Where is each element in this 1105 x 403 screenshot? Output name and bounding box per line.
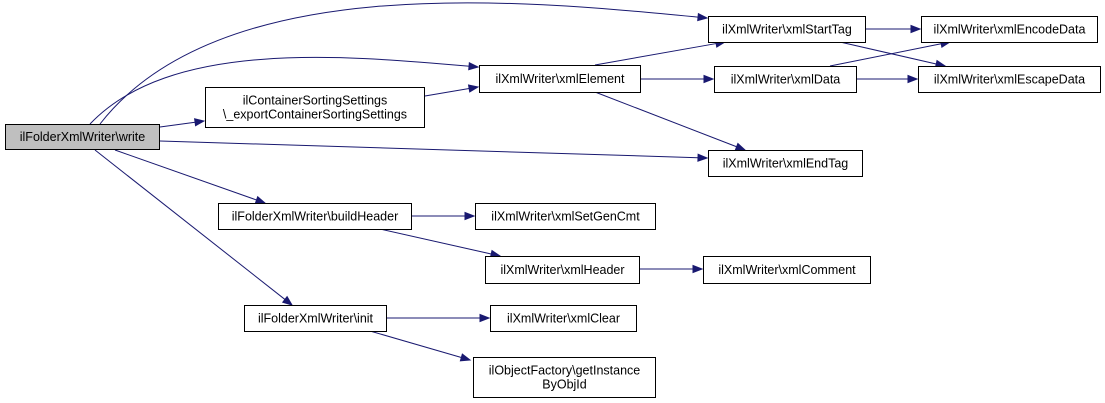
edge-line: [369, 330, 462, 358]
edge-line: [594, 43, 717, 66]
edge-xmlElement-to-xmlStartTag: [594, 39, 727, 66]
node-xmlElement[interactable]: ilXmlWriter\xmlElement: [479, 65, 641, 93]
node-label: ilFolderXmlWriter\init: [258, 312, 374, 326]
node-label: ilXmlWriter\xmlHeader: [500, 263, 624, 277]
edge-line: [159, 121, 196, 128]
edge-xmlElement-to-xmlData: [641, 74, 715, 84]
node-label: ilFolderXmlWriter\write: [20, 130, 146, 144]
edge-write-to-xmlStartTag: [99, 2, 709, 125]
arrowhead: [464, 211, 476, 221]
node-write[interactable]: ilFolderXmlWriter\write: [5, 124, 160, 150]
node-exportSort[interactable]: ilContainerSortingSettings\_exportContai…: [205, 87, 425, 128]
node-xmlEncodeData[interactable]: ilXmlWriter\xmlEncodeData: [921, 16, 1098, 43]
arrowhead: [459, 353, 472, 362]
edge-xmlData-to-xmlEscapeData: [857, 74, 919, 84]
node-label: ilContainerSortingSettings: [243, 94, 388, 108]
node-box[interactable]: [485, 256, 640, 284]
arrowhead: [910, 24, 922, 34]
edge-xmlHeader-to-xmlComment: [640, 264, 704, 274]
edge-line: [89, 56, 470, 125]
edge-line: [839, 41, 937, 65]
edge-line: [114, 149, 257, 201]
node-label: ilXmlWriter\xmlElement: [496, 72, 625, 86]
node-box[interactable]: [218, 203, 412, 230]
node-xmlStartTag[interactable]: ilXmlWriter\xmlStartTag: [708, 16, 866, 43]
arrowhead: [734, 142, 747, 151]
node-label: ilXmlWriter\xmlEscapeData: [934, 73, 1085, 87]
node-label: \_exportContainerSortingSettings: [223, 108, 407, 122]
arrowhead: [281, 295, 294, 306]
edge-line: [829, 43, 942, 67]
node-xmlHeader[interactable]: ilXmlWriter\xmlHeader: [485, 256, 640, 284]
edge-line: [424, 88, 470, 97]
arrowhead: [479, 313, 491, 323]
node-label: ilFolderXmlWriter\buildHeader: [232, 210, 399, 224]
node-label: ilXmlWriter\xmlEndTag: [723, 157, 849, 171]
edge-line: [159, 140, 699, 159]
nodes-layer: ilFolderXmlWriter\write ilContainerSortin…: [5, 16, 1101, 398]
node-label: ilXmlWriter\xmlEncodeData: [934, 23, 1086, 37]
node-box[interactable]: [244, 305, 387, 332]
edges-layer: [89, 2, 952, 362]
node-label: ilXmlWriter\xmlSetGenCmt: [491, 210, 640, 224]
arrowhead: [254, 195, 267, 204]
edge-write-to-xmlEndTag: [159, 140, 709, 162]
arrowhead: [692, 264, 704, 274]
arrowhead: [907, 74, 919, 84]
edge-init-to-getInstance: [369, 330, 472, 362]
node-label: ilXmlWriter\xmlData: [731, 73, 841, 87]
arrowhead: [697, 153, 709, 162]
node-label: ByObjId: [542, 378, 587, 392]
edge-line: [94, 149, 286, 300]
node-label: ilXmlWriter\xmlComment: [718, 263, 856, 277]
edge-buildHeader-to-xmlHeader: [379, 228, 502, 259]
node-box[interactable]: [473, 357, 656, 398]
edge-line: [594, 91, 737, 148]
node-box[interactable]: [479, 65, 641, 93]
node-label: ilObjectFactory\getInstance: [489, 364, 641, 378]
node-box[interactable]: [475, 203, 656, 230]
edge-exportSort-to-xmlElement: [424, 84, 480, 97]
arrowhead: [697, 12, 709, 22]
node-box[interactable]: [5, 124, 160, 150]
node-box[interactable]: [708, 150, 863, 177]
node-buildHeader[interactable]: ilFolderXmlWriter\buildHeader: [218, 203, 412, 230]
arrowhead: [194, 118, 206, 127]
arrowhead: [467, 84, 480, 93]
node-box[interactable]: [918, 66, 1101, 93]
edge-write-to-buildHeader: [114, 149, 267, 204]
edge-write-to-exportSort: [159, 118, 206, 128]
node-label: ilXmlWriter\xmlClear: [507, 312, 620, 326]
edge-line: [99, 2, 699, 125]
arrowhead: [703, 74, 715, 84]
node-xmlEndTag[interactable]: ilXmlWriter\xmlEndTag: [708, 150, 863, 177]
edge-xmlStartTag-to-xmlEncodeData: [866, 24, 922, 34]
node-xmlEscapeData[interactable]: ilXmlWriter\xmlEscapeData: [918, 66, 1101, 93]
node-box[interactable]: [708, 16, 866, 43]
edge-xmlElement-to-xmlEndTag: [594, 91, 747, 151]
edge-buildHeader-to-xmlSetGenCmt: [412, 211, 476, 221]
node-box[interactable]: [703, 256, 871, 284]
node-box[interactable]: [205, 87, 425, 128]
node-init[interactable]: ilFolderXmlWriter\init: [244, 305, 387, 332]
edge-init-to-xmlClear: [387, 313, 491, 323]
node-label: ilXmlWriter\xmlStartTag: [722, 23, 852, 37]
node-xmlClear[interactable]: ilXmlWriter\xmlClear: [490, 305, 637, 332]
node-box[interactable]: [714, 66, 857, 93]
edge-write-to-xmlElement: [89, 56, 480, 125]
edge-line: [379, 228, 492, 255]
node-box[interactable]: [490, 305, 637, 332]
arrowhead: [468, 61, 480, 71]
node-xmlComment[interactable]: ilXmlWriter\xmlComment: [703, 256, 871, 284]
node-xmlSetGenCmt[interactable]: ilXmlWriter\xmlSetGenCmt: [475, 203, 656, 230]
edge-write-to-init: [94, 149, 294, 306]
node-xmlData[interactable]: ilXmlWriter\xmlData: [714, 66, 857, 93]
node-box[interactable]: [921, 16, 1098, 43]
